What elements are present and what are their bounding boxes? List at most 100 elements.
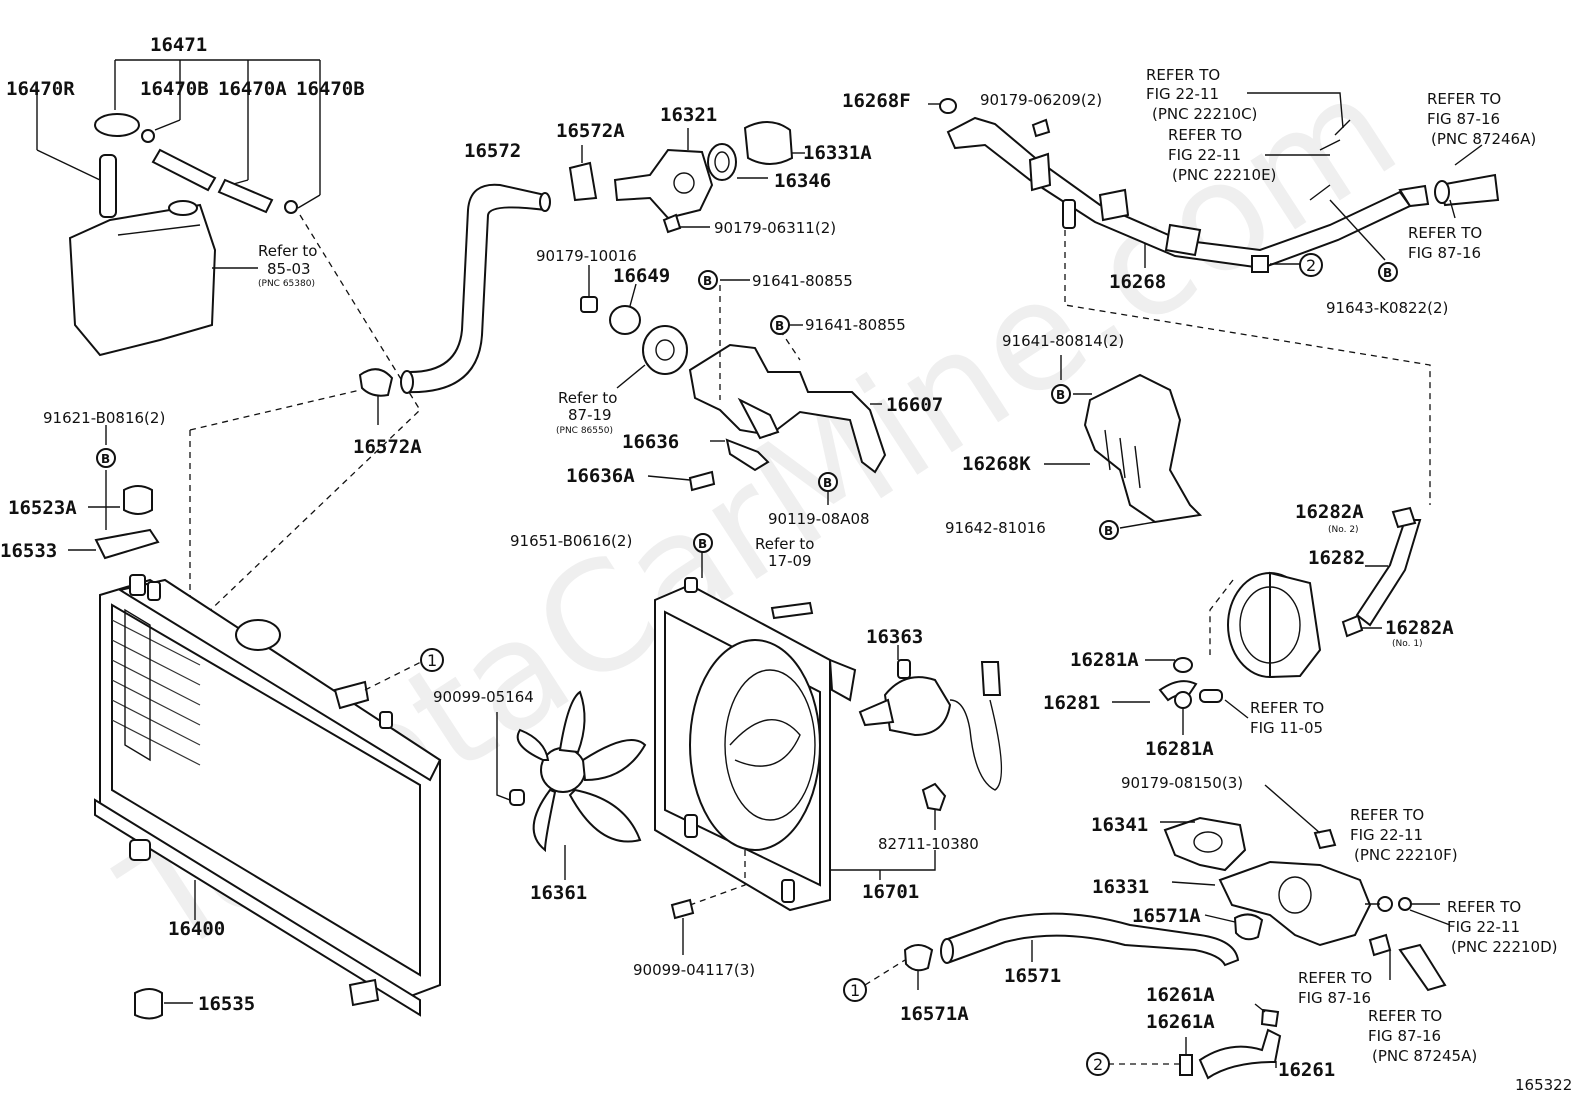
label-refer-22-11-d-1: REFER TO (1447, 898, 1521, 916)
label-91641-80814: 91641-80814(2) (1002, 332, 1124, 350)
label-16331: 16331 (1092, 876, 1149, 898)
fan-blade (516, 690, 647, 853)
label-refer-87-16-c-2: FIG 87-16 (1298, 989, 1371, 1007)
label-16261: 16261 (1278, 1059, 1335, 1081)
label-refer-11-05-2: FIG 11-05 (1250, 719, 1323, 737)
label-16363: 16363 (866, 626, 923, 648)
label-16281A-bottom: 16281A (1145, 738, 1214, 760)
label-16261A-2: 16261A (1146, 1011, 1215, 1033)
label-90179-08150: 90179-08150(3) (1121, 774, 1243, 792)
oil-cooler (1227, 571, 1322, 679)
label-90099-05164: 90099-05164 (433, 688, 534, 706)
label-16361: 16361 (530, 882, 587, 904)
b-badge-4: B (1051, 384, 1071, 404)
label-refer-85-03-c: (PNC 65380) (258, 279, 315, 289)
label-refer-17-09-b: 17-09 (768, 552, 812, 570)
label-refer-87-16-a-2: FIG 87-16 (1427, 110, 1500, 128)
label-refer-11-05-1: REFER TO (1250, 699, 1324, 717)
radiator (94, 574, 442, 1017)
svg-text:B: B (775, 319, 784, 333)
label-refer-22-11-c-1: REFER TO (1146, 66, 1220, 84)
label-refer-87-16-c-1: REFER TO (1298, 969, 1372, 987)
label-16636A: 16636A (566, 465, 635, 487)
b-badge-6: B (1378, 262, 1398, 282)
label-16268F: 16268F (842, 90, 911, 112)
label-16572A-bottom: 16572A (353, 436, 422, 458)
label-16470A: 16470A (218, 78, 287, 100)
label-16535: 16535 (198, 993, 255, 1015)
svg-text:B: B (823, 476, 832, 490)
label-refer-22-11-f-2: FIG 22-11 (1350, 826, 1423, 844)
label-16261A-1: 16261A (1146, 984, 1215, 1006)
label-91641-80855-a: 91641-80855 (752, 272, 853, 290)
svg-text:B: B (101, 452, 110, 466)
label-16533: 16533 (0, 540, 57, 562)
label-16470R: 16470R (6, 78, 75, 100)
label-refer-85-03-b: 85-03 (267, 260, 311, 278)
water-inlet (1163, 816, 1372, 947)
label-circle-2-bottom: 2 (1093, 1055, 1103, 1074)
figure-number: 165322 (1515, 1076, 1572, 1094)
label-refer-22-11-d-3: (PNC 22210D) (1451, 938, 1557, 956)
b-badge-1: B (698, 270, 718, 290)
label-91621-B0816: 91621-B0816(2) (43, 409, 165, 427)
label-16282: 16282 (1308, 547, 1365, 569)
label-16400: 16400 (168, 918, 225, 940)
label-refer-87-19-b: 87-19 (568, 406, 612, 424)
label-circle-2-top: 2 (1306, 256, 1316, 275)
reservoir-group: Refer to 85-03 (PNC 65380) (36, 59, 321, 357)
b-badge-2: B (770, 315, 790, 335)
label-16571A-right: 16571A (1132, 905, 1201, 927)
label-16649: 16649 (613, 265, 670, 287)
label-16281A-top: 16281A (1070, 649, 1139, 671)
label-refer-87-16-a-1: REFER TO (1427, 90, 1501, 108)
label-refer-87-16-a-3: (PNC 87246A) (1431, 130, 1536, 148)
label-circle-1-bottom: 1 (850, 981, 860, 1000)
fan-shroud (654, 577, 857, 912)
label-90179-06311: 90179-06311(2) (714, 219, 836, 237)
label-16268: 16268 (1109, 271, 1166, 293)
label-16346: 16346 (774, 170, 831, 192)
b-badge-8: B (693, 533, 713, 553)
label-16471: 16471 (150, 34, 207, 56)
label-refer-17-09-a: Refer to (755, 535, 814, 553)
fan-motor (858, 659, 1003, 830)
label-16636: 16636 (622, 431, 679, 453)
label-refer-22-11-e-1: REFER TO (1168, 126, 1242, 144)
label-16470B-2: 16470B (296, 78, 365, 100)
label-refer-87-16-d-2: FIG 87-16 (1368, 1027, 1441, 1045)
label-16607: 16607 (886, 394, 943, 416)
label-refer-22-11-f-1: REFER TO (1350, 806, 1424, 824)
label-refer-87-19-c: (PNC 86550) (556, 426, 613, 436)
label-refer-22-11-d-2: FIG 22-11 (1447, 918, 1520, 936)
label-16571A-bottom: 16571A (900, 1003, 969, 1025)
label-refer-87-16-b-2: FIG 87-16 (1408, 244, 1481, 262)
label-16331A: 16331A (803, 142, 872, 164)
label-16572: 16572 (464, 140, 521, 162)
label-16268K: 16268K (962, 453, 1031, 475)
svg-text:B: B (1104, 524, 1113, 538)
label-refer-87-19-a: Refer to (558, 389, 617, 407)
label-16321: 16321 (660, 104, 717, 126)
b-badge-7: B (96, 448, 116, 468)
svg-text:B: B (1056, 388, 1065, 402)
label-refer-22-11-e-3: (PNC 22210E) (1172, 166, 1276, 184)
label-16282A-top: 16282A (1295, 501, 1364, 523)
b-badge-5: B (1099, 520, 1119, 540)
label-circle-1-top: 1 (427, 651, 437, 670)
b-badge-3: B (818, 472, 838, 492)
label-82711-10380: 82711-10380 (878, 835, 979, 853)
label-refer-22-11-f-3: (PNC 22210F) (1354, 846, 1458, 864)
svg-text:B: B (1383, 266, 1392, 280)
label-16470B-1: 16470B (140, 78, 209, 100)
label-91642-81016: 91642-81016 (945, 519, 1046, 537)
label-16701: 16701 (862, 881, 919, 903)
label-16571: 16571 (1004, 965, 1061, 987)
label-90119-08A08: 90119-08A08 (768, 510, 870, 528)
label-91651-B0616: 91651-B0616(2) (510, 532, 632, 550)
label-16281: 16281 (1043, 692, 1100, 714)
label-16341: 16341 (1091, 814, 1148, 836)
label-refer-22-11-e-2: FIG 22-11 (1168, 146, 1241, 164)
label-91641-80855-b: 91641-80855 (805, 316, 906, 334)
